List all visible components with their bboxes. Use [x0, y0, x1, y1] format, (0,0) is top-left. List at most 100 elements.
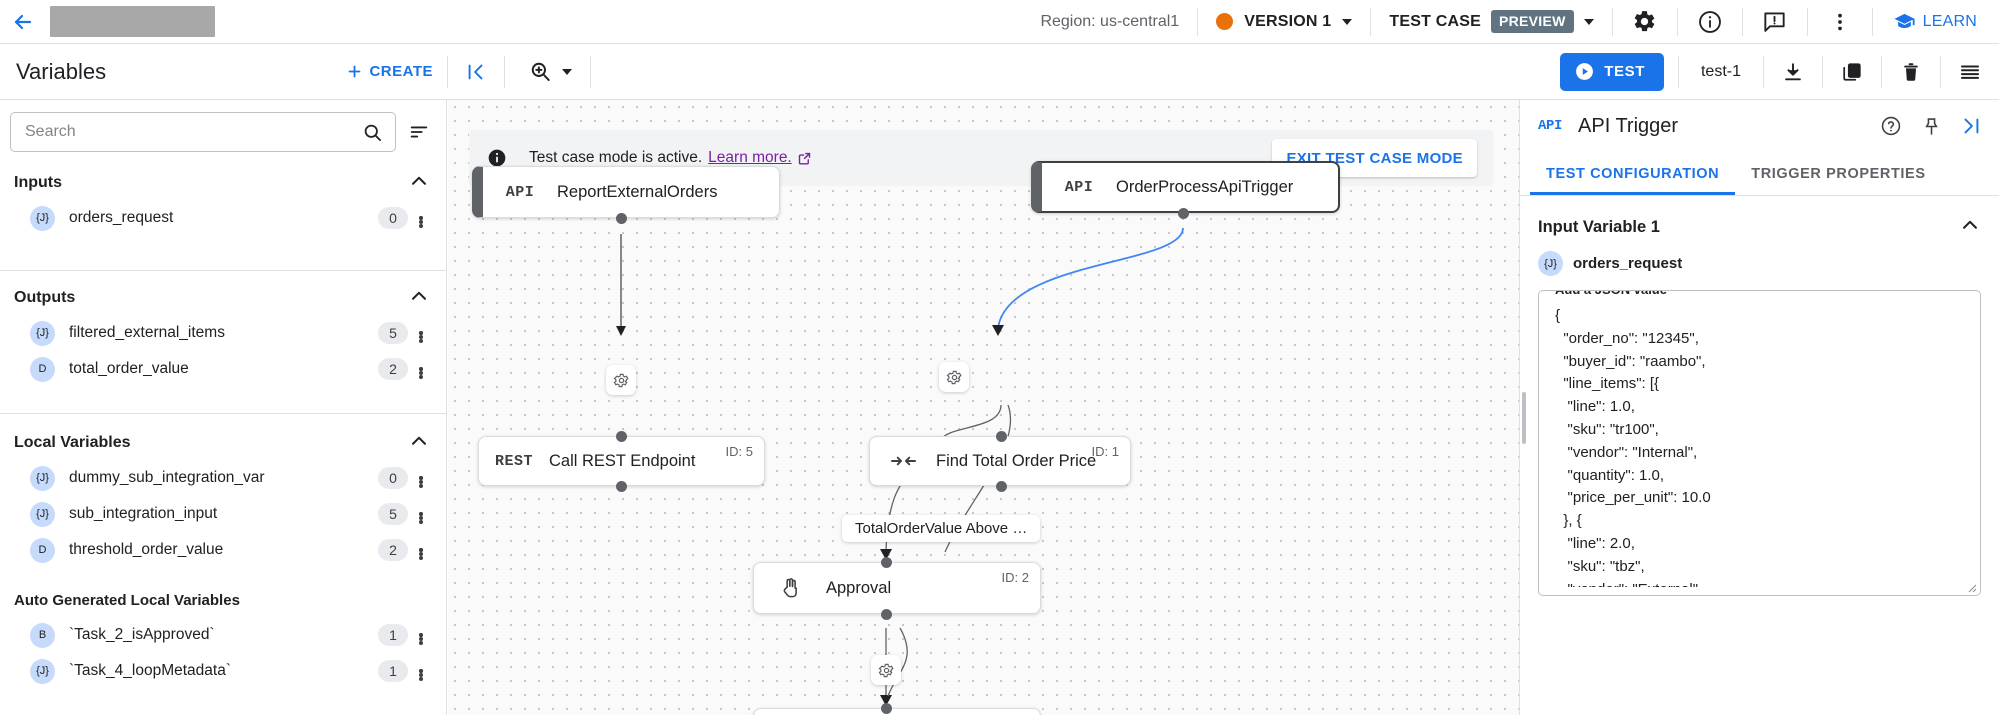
row-menu-button[interactable]: [408, 633, 434, 645]
help-icon: [1881, 116, 1901, 136]
version-label: VERSION 1: [1244, 12, 1332, 30]
divider: [1677, 55, 1679, 88]
edge-condition-label[interactable]: TotalOrderValue Above …: [842, 515, 1041, 542]
node-title: OrderProcessApiTrigger: [1116, 177, 1294, 196]
learn-more-link[interactable]: Learn more.: [708, 149, 792, 166]
variable-type-badge: {J}: [30, 205, 55, 231]
flow-canvas[interactable]: Test case mode is active. Learn more. EX…: [448, 100, 1519, 715]
node-title: Call REST Endpoint: [549, 451, 696, 470]
list-item[interactable]: {J} orders_request 0: [0, 200, 446, 236]
row-menu-button[interactable]: [408, 548, 434, 560]
list-item[interactable]: B `Task_2_isApproved` 1: [0, 617, 446, 653]
node-output-port[interactable]: [996, 481, 1007, 492]
node-input-port[interactable]: [881, 557, 892, 568]
variable-count: 1: [378, 660, 408, 682]
divider: [504, 55, 505, 88]
row-menu-button[interactable]: [408, 216, 434, 228]
pin-button[interactable]: [1913, 106, 1949, 146]
node-approval[interactable]: Approval ID: 2: [753, 562, 1041, 614]
back-button[interactable]: [0, 0, 46, 44]
node-output-port[interactable]: [1178, 208, 1189, 219]
tab-test-configuration[interactable]: TEST CONFIGURATION: [1530, 152, 1736, 195]
delete-button[interactable]: [1882, 44, 1940, 100]
help-button[interactable]: [1873, 106, 1909, 146]
json-value-input[interactable]: [1555, 305, 1964, 587]
node-input-port[interactable]: [996, 431, 1007, 442]
node-id-label: ID: 1: [1091, 444, 1119, 459]
resize-grip-icon[interactable]: [1965, 581, 1977, 593]
sidebar-section-outputs[interactable]: Outputs: [0, 281, 446, 315]
node-report-external-orders[interactable]: API ReportExternalOrders: [472, 166, 780, 218]
node-input-port[interactable]: [616, 431, 627, 442]
list-item[interactable]: D total_order_value 2: [0, 351, 446, 387]
version-selector[interactable]: VERSION 1: [1198, 13, 1370, 31]
settings-button[interactable]: [1613, 0, 1677, 44]
variable-count: 2: [378, 539, 408, 561]
input-variable-section-header[interactable]: Input Variable 1: [1520, 196, 1999, 251]
variable-type-badge: {J}: [30, 465, 55, 491]
panel-scrollbar[interactable]: [1522, 392, 1526, 444]
row-menu-button[interactable]: [408, 476, 434, 488]
collapse-panel-button[interactable]: [1953, 106, 1989, 146]
divider: [447, 55, 448, 88]
learn-button[interactable]: LEARN: [1873, 10, 1999, 33]
more-options-button[interactable]: [1808, 0, 1872, 44]
duplicate-button[interactable]: [1823, 44, 1881, 100]
node-call-rest-endpoint[interactable]: REST Call REST Endpoint ID: 5: [478, 436, 765, 486]
row-menu-button[interactable]: [408, 512, 434, 524]
test-case-label: TEST CASE: [1389, 12, 1481, 30]
variable-name: sub_integration_input: [69, 505, 218, 522]
list-item[interactable]: {J} dummy_sub_integration_var 0: [0, 460, 446, 496]
graduation-cap-icon: [1894, 13, 1915, 29]
row-menu-button[interactable]: [408, 669, 434, 681]
feedback-button[interactable]: [1743, 0, 1807, 44]
search-input[interactable]: [25, 123, 362, 141]
test-case-name[interactable]: test-1: [1700, 62, 1741, 80]
edge-gear-button-3[interactable]: [871, 655, 901, 685]
region-label: Region: us-central1: [1040, 12, 1180, 30]
zoom-control[interactable]: [505, 60, 590, 83]
sort-icon: [410, 126, 428, 138]
node-order-process-api-trigger[interactable]: API OrderProcessApiTrigger: [1031, 161, 1340, 213]
top-bar: Region: us-central1 VERSION 1 TEST CASE …: [0, 0, 1999, 44]
node-filter-external-items[interactable]: Filter External Items Filtering out line…: [753, 708, 1041, 715]
variable-name: threshold_order_value: [69, 541, 224, 558]
tab-trigger-properties[interactable]: TRIGGER PROPERTIES: [1751, 165, 1926, 182]
node-input-port[interactable]: [881, 703, 892, 714]
create-variable-button[interactable]: CREATE: [346, 63, 447, 80]
variable-count: 0: [378, 207, 408, 229]
info-button[interactable]: [1678, 0, 1742, 44]
run-test-button[interactable]: TEST: [1560, 52, 1664, 91]
variable-name: `Task_4_loopMetadata`: [69, 662, 231, 679]
node-output-port[interactable]: [881, 609, 892, 620]
json-value-field[interactable]: Add a JSON value *: [1538, 290, 1981, 596]
list-item[interactable]: D threshold_order_value 2: [0, 532, 446, 568]
list-item[interactable]: {J} filtered_external_items 5: [0, 315, 446, 351]
test-menu-button[interactable]: [1941, 44, 1999, 100]
row-menu-button[interactable]: [408, 331, 434, 343]
details-panel-header: API API Trigger: [1520, 100, 1999, 152]
node-title: ReportExternalOrders: [557, 182, 718, 201]
search-box[interactable]: [10, 112, 396, 152]
more-vert-icon: [1837, 13, 1842, 30]
variable-type-badge: {J}: [30, 658, 55, 684]
sidebar-section-inputs[interactable]: Inputs: [0, 166, 446, 200]
edge-gear-button-1[interactable]: [606, 365, 636, 395]
node-output-port[interactable]: [616, 213, 627, 224]
hand-icon: [754, 576, 826, 600]
node-id-label: ID: 5: [725, 444, 753, 459]
test-case-selector[interactable]: TEST CASE PREVIEW: [1371, 10, 1611, 33]
delete-icon: [1904, 62, 1918, 81]
download-button[interactable]: [1764, 44, 1822, 100]
edge-gear-button-2[interactable]: [939, 362, 969, 392]
row-menu-button[interactable]: [408, 367, 434, 379]
search-row: [0, 100, 446, 166]
collapse-sidebar-button[interactable]: [448, 44, 504, 100]
sort-button[interactable]: [406, 121, 432, 143]
node-find-total-order-price[interactable]: Find Total Order Price ID: 1: [869, 436, 1131, 486]
divider: [0, 413, 446, 414]
node-output-port[interactable]: [616, 481, 627, 492]
list-item[interactable]: {J} `Task_4_loopMetadata` 1: [0, 653, 446, 689]
list-item[interactable]: {J} sub_integration_input 5: [0, 496, 446, 532]
sidebar-section-local-variables[interactable]: Local Variables: [0, 426, 446, 460]
